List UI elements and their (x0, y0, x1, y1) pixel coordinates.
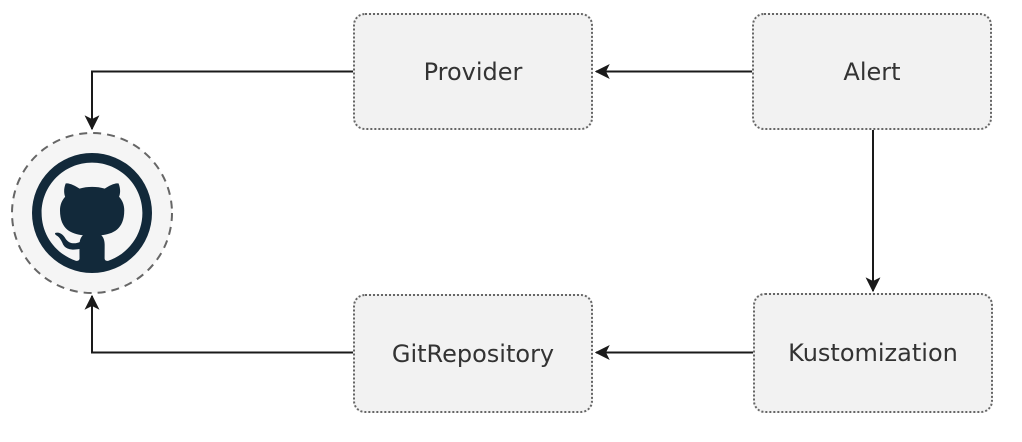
github-octocat-knockout (41, 162, 143, 261)
node-github (10, 131, 174, 295)
node-provider: Provider (353, 13, 593, 130)
node-kustomization-label: Kustomization (788, 339, 958, 367)
node-alert-label: Alert (843, 57, 901, 86)
node-gitrepository: GitRepository (353, 294, 593, 413)
github-badge (11, 132, 173, 294)
edge-gitrepository-to-github (84, 294, 353, 354)
node-gitrepository-label: GitRepository (391, 339, 555, 368)
github-icon (32, 153, 152, 273)
node-alert: Alert (752, 13, 992, 130)
node-provider-label: Provider (423, 57, 523, 86)
node-kustomization: Kustomization (753, 293, 993, 413)
edge-provider-to-github (84, 70, 353, 131)
